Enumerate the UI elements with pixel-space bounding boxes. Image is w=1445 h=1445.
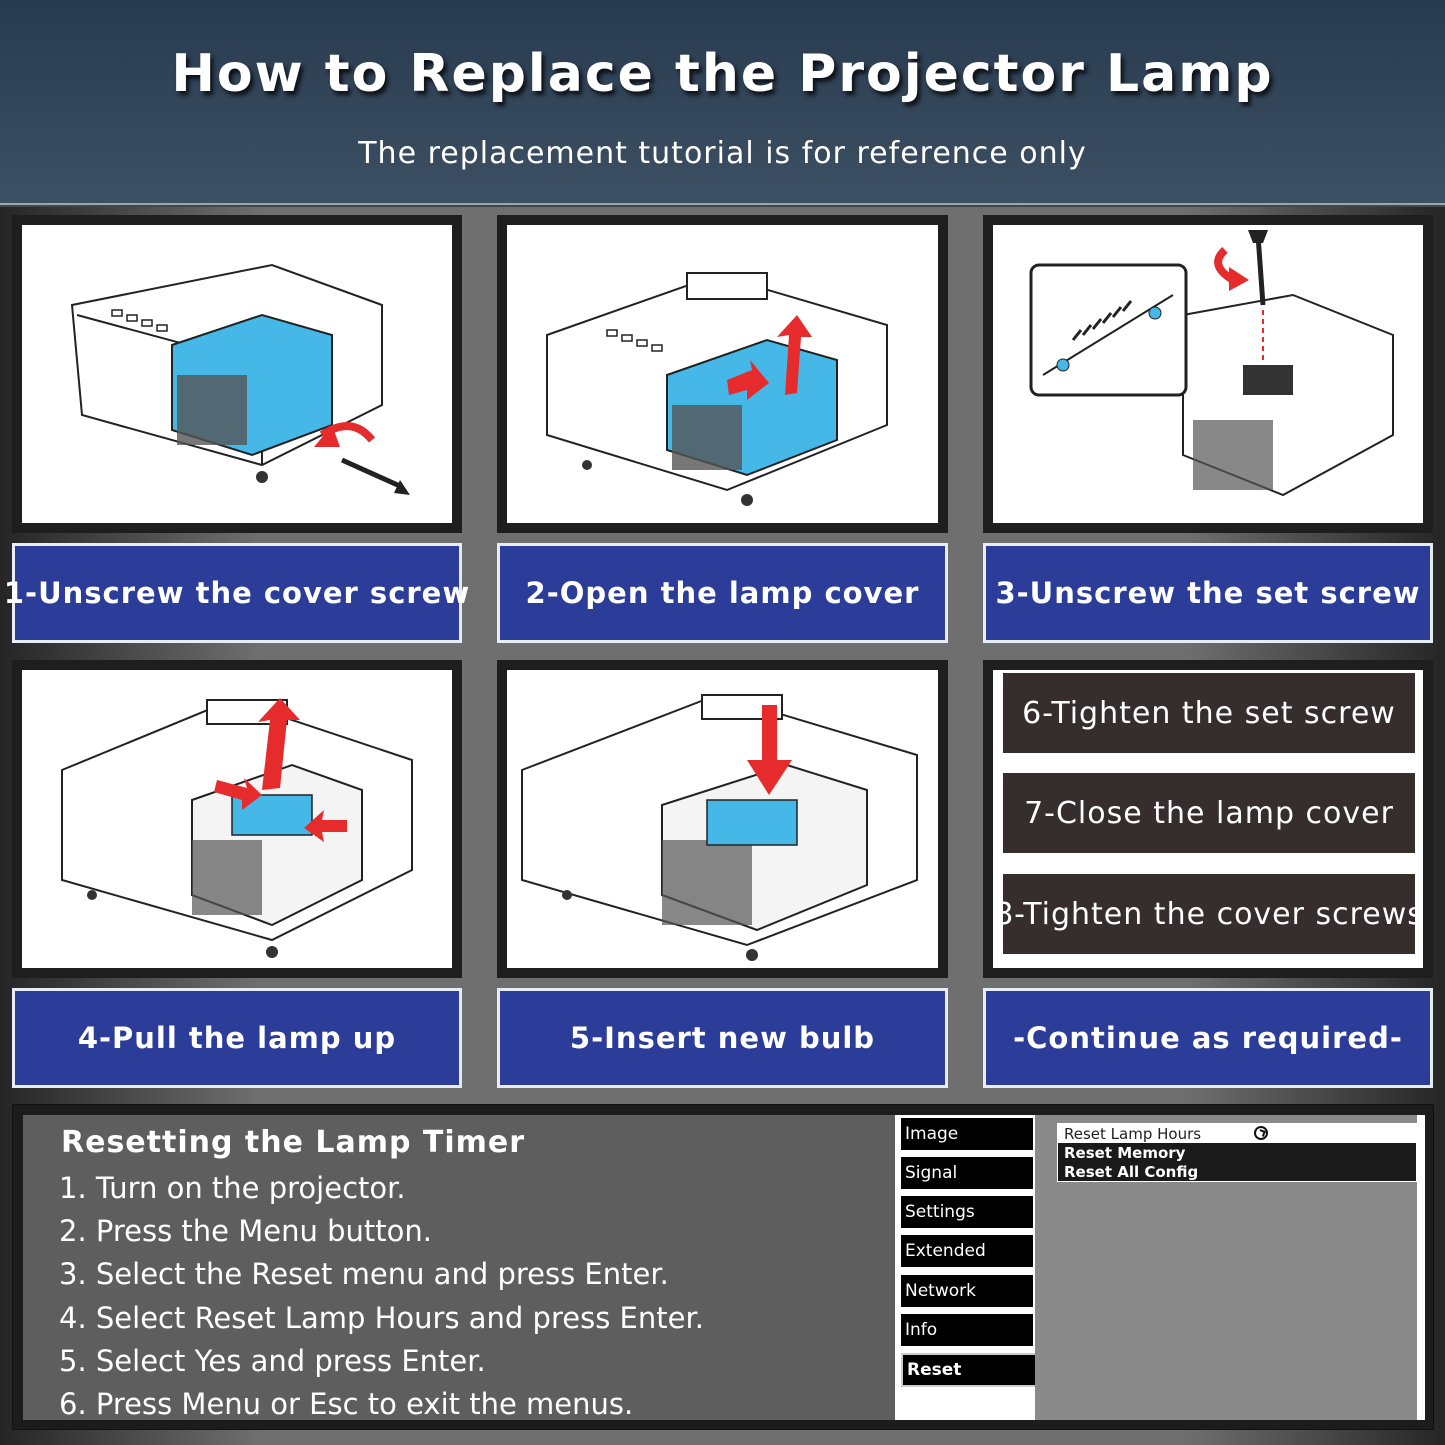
step-4-illustration [12, 660, 462, 978]
reset-submenu-pane: Reset Lamp Hours Reset Memory Reset All … [1035, 1115, 1425, 1420]
step-6-label: 6-Tighten the set screw [1003, 673, 1415, 753]
continue-label: -Continue as required- [983, 988, 1433, 1088]
submenu-reset-all-config[interactable]: Reset All Config [1064, 1162, 1199, 1181]
projector-set-screw-icon [1029, 230, 1394, 497]
step-2-illustration [497, 215, 948, 533]
menu-list: Image Signal Settings Extended Network I… [895, 1115, 1045, 1420]
menu-item-settings[interactable]: Settings [901, 1196, 1033, 1230]
reset-step: 4. Select Reset Lamp Hours and press Ent… [59, 1301, 704, 1335]
step-5-illustration [497, 660, 948, 978]
step-8-label: 8-Tighten the cover screws [994, 874, 1423, 954]
reset-step: 2. Press the Menu button. [59, 1214, 432, 1248]
step-5-label: 5-Insert new bulb [497, 988, 948, 1088]
page-title: How to Replace the Projector Lamp [171, 44, 1274, 104]
step-4-label: 4-Pull the lamp up [12, 988, 462, 1088]
projector-cover-screw-icon [70, 263, 410, 495]
step-2-label: 2-Open the lamp cover [497, 543, 948, 643]
projector-open-cover-icon [546, 272, 888, 506]
header-banner: How to Replace the Projector Lamp The re… [0, 0, 1445, 205]
reset-step: 1. Turn on the projector. [59, 1171, 406, 1205]
projector-pull-lamp-icon [61, 698, 413, 958]
step-1-label: 1-Unscrew the cover screw [4, 543, 469, 643]
submenu-reset-lamp-hours[interactable]: Reset Lamp Hours [1058, 1124, 1416, 1143]
menu-item-image[interactable]: Image [901, 1118, 1033, 1152]
menu-item-signal[interactable]: Signal [901, 1157, 1033, 1191]
later-steps-panel: 6-Tighten the set screw 7-Close the lamp… [983, 660, 1433, 978]
enter-icon [1254, 1126, 1268, 1140]
step-7-label: 7-Close the lamp cover [1003, 773, 1415, 853]
menu-item-network[interactable]: Network [901, 1275, 1033, 1309]
step-3-label: 3-Unscrew the set screw [983, 543, 1433, 643]
submenu-label: Reset Lamp Hours [1064, 1124, 1202, 1143]
reset-step: 3. Select the Reset menu and press Enter… [59, 1257, 669, 1291]
submenu-reset-memory[interactable]: Reset Memory [1064, 1143, 1186, 1162]
step-3-illustration [983, 215, 1433, 533]
reset-step: 5. Select Yes and press Enter. [59, 1344, 486, 1378]
reset-submenu: Reset Lamp Hours Reset Memory Reset All … [1057, 1123, 1417, 1182]
reset-instructions: Resetting the Lamp Timer 1. Turn on the … [23, 1115, 895, 1421]
page-subtitle: The replacement tutorial is for referenc… [358, 136, 1087, 171]
projector-menu-screenshot: Image Signal Settings Extended Network I… [895, 1115, 1425, 1420]
menu-item-info[interactable]: Info [901, 1314, 1033, 1348]
reset-step: 6. Press Menu or Esc to exit the menus. [59, 1387, 634, 1421]
menu-item-reset[interactable]: Reset [901, 1353, 1045, 1387]
reset-lamp-timer-panel: Resetting the Lamp Timer 1. Turn on the … [12, 1104, 1434, 1430]
projector-insert-bulb-icon [521, 693, 918, 961]
step-1-illustration [12, 215, 462, 533]
reset-title: Resetting the Lamp Timer [61, 1125, 526, 1160]
steps-area: 1-Unscrew the cover screw 2-Open the lam… [0, 207, 1445, 1445]
menu-item-extended[interactable]: Extended [901, 1235, 1033, 1269]
